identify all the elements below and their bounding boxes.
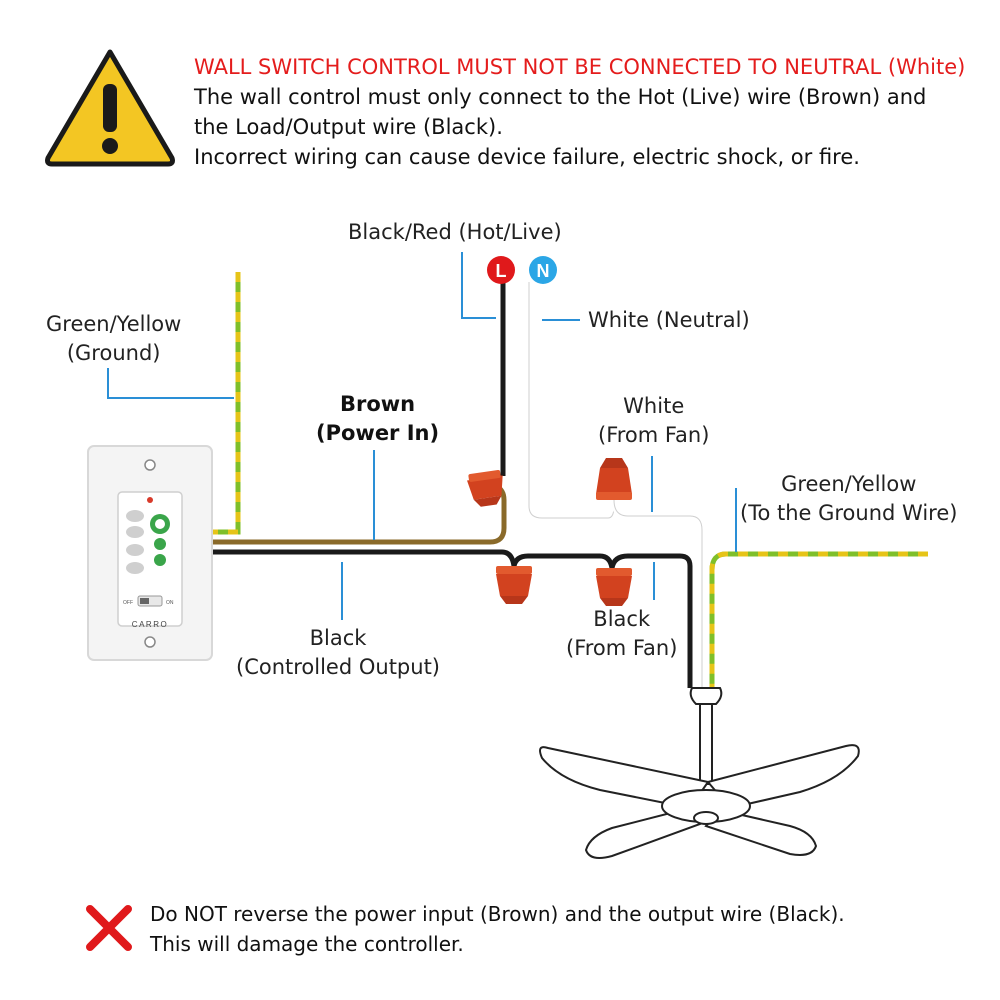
label-line: Black [309,626,367,650]
button-icon [126,562,144,574]
ground-wire-right [709,551,928,688]
red-x-icon [86,905,132,951]
ceiling-fan-icon [539,687,860,859]
screw-icon [144,636,156,648]
label-line: (Power In) [316,421,440,445]
label-neutral: White (Neutral) [588,308,750,332]
label-ground-left: Green/Yellow (Ground) [46,310,181,368]
label-line: Black [593,607,651,631]
label-line: (Controlled Output) [236,655,441,679]
label-black-fan: Black (From Fan) [566,605,677,663]
warning-line: Incorrect wiring can cause device failur… [194,145,860,169]
wire-connector [467,470,503,507]
label-line: Green/Yellow [46,312,182,336]
warning-line: the Load/Output wire (Black). [194,115,503,139]
switch-off-label: OFF [123,600,133,606]
button-icon [154,554,166,566]
bottom-note: Do NOT reverse the power input (Brown) a… [150,899,845,959]
button-icon [126,526,144,538]
wall-controller [87,445,213,661]
brand-label: CARRO [132,620,168,629]
label-black-output: Black (Controlled Output) [236,624,440,682]
brown-wire [212,483,507,545]
button-icon [126,544,144,556]
button-icon [126,510,144,522]
ground-wire-left [212,272,241,535]
screw-icon [144,459,156,471]
label-line: (To the Ground Wire) [740,501,958,525]
label-line: (From Fan) [566,636,678,660]
live-terminal-icon [487,256,515,284]
black-output-wire [212,549,517,567]
label-line: Green/Yellow [781,472,917,496]
live-terminal-letter: L [496,261,507,281]
switch-on-label: ON [166,600,174,606]
black-fan-wire [609,553,693,688]
warning-triangle-icon [45,49,175,167]
label-white-fan: White (From Fan) [598,392,709,450]
wire-connector [496,566,532,604]
warning-line: The wall control must only connect to th… [194,85,927,109]
note-line: This will damage the controller. [150,932,464,956]
label-ground-right: Green/Yellow (To the Ground Wire) [740,470,957,528]
neutral-terminal-letter: N [537,261,550,281]
label-brown-power: Brown (Power In) [316,390,439,448]
label-hot-live: Black/Red (Hot/Live) [348,220,562,244]
neutral-terminal-icon [529,256,557,284]
label-line: Brown [339,392,416,416]
label-line: (From Fan) [598,423,710,447]
wire-connector [596,458,632,500]
label-line: White [623,394,685,418]
wire-connector [596,568,632,606]
leader-lines [107,252,737,620]
button-icon [154,538,166,550]
note-line: Do NOT reverse the power input (Brown) a… [150,902,845,926]
warning-title: WALL SWITCH CONTROL MUST NOT BE CONNECTE… [194,55,966,79]
warning-block: WALL SWITCH CONTROL MUST NOT BE CONNECTE… [194,52,994,172]
label-line: (Ground) [66,341,161,365]
indicator-led-icon [147,497,153,503]
